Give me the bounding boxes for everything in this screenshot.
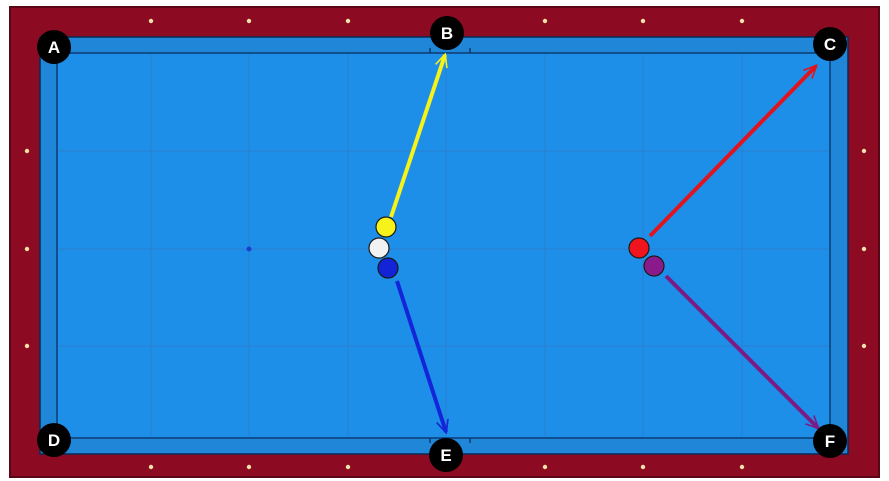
pocket-label: F <box>825 432 835 451</box>
pocket-label: D <box>48 431 60 450</box>
rail-diamond <box>25 247 29 251</box>
pocket-b: B <box>430 16 464 50</box>
rail-diamond <box>862 344 866 348</box>
rail-diamond <box>25 149 29 153</box>
rail-diamond <box>149 465 153 469</box>
rail-diamond <box>740 465 744 469</box>
yellow-ball <box>376 217 396 237</box>
rail-diamond <box>149 19 153 23</box>
pocket-label: B <box>441 24 453 43</box>
pocket-c: C <box>813 27 847 61</box>
pocket-a: A <box>37 30 71 64</box>
rail-diamond <box>247 19 251 23</box>
pocket-d: D <box>37 423 71 457</box>
rail-diamond <box>346 19 350 23</box>
rail-diamond <box>346 465 350 469</box>
purple-ball <box>644 256 664 276</box>
rail-diamond <box>543 465 547 469</box>
pocket-label: C <box>824 35 836 54</box>
rail-diamond <box>247 465 251 469</box>
foot-spot <box>247 247 252 252</box>
rail-diamond <box>641 465 645 469</box>
blue-ball <box>378 258 398 278</box>
rail-diamond <box>641 19 645 23</box>
pocket-e: E <box>429 438 463 472</box>
red-ball <box>629 238 649 258</box>
rail-diamond <box>740 19 744 23</box>
rail-diamond <box>862 247 866 251</box>
cue-ball <box>369 238 389 258</box>
pocket-label: E <box>440 446 451 465</box>
pocket-f: F <box>813 424 847 458</box>
table-cloth <box>57 53 830 438</box>
pocket-label: A <box>48 38 60 57</box>
rail-diamond <box>25 344 29 348</box>
rail-diamond <box>543 19 547 23</box>
rail-diamond <box>862 149 866 153</box>
